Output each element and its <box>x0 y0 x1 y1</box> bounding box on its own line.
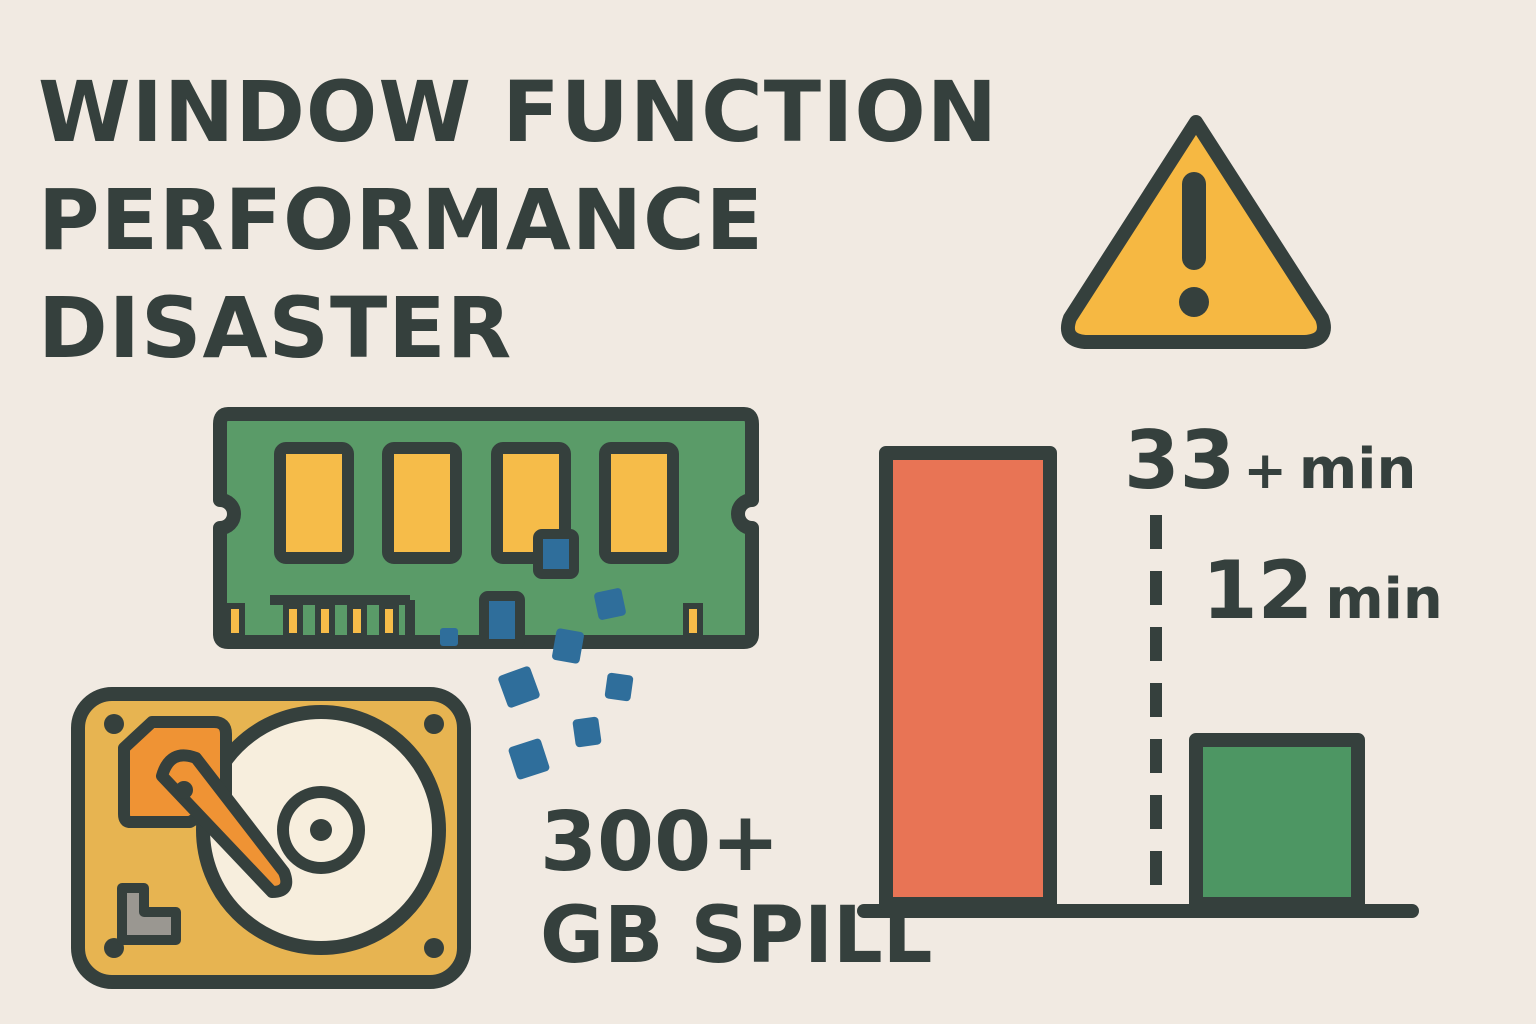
data-blocks-icon <box>440 529 634 780</box>
title-line-1: WINDOW FUNCTION <box>38 63 999 161</box>
title-line-2: PERFORMANCE <box>38 171 765 269</box>
hard-drive-icon <box>71 687 471 989</box>
bar-baseline-runtime <box>879 446 1057 911</box>
bar-label-1-number: 33 <box>1124 414 1235 507</box>
bar-label-2-unit: min <box>1325 567 1442 632</box>
page-title: WINDOW FUNCTION PERFORMANCE DISASTER <box>38 58 998 382</box>
warning-icon <box>1060 115 1331 349</box>
bar-label-1-unit: min <box>1299 437 1416 502</box>
bar-label-1-plus: + <box>1243 441 1287 501</box>
spill-amount: 300+ <box>540 795 780 890</box>
ram-module-icon <box>213 407 759 649</box>
bar-optimized-runtime <box>1189 733 1365 911</box>
bar-label-1: 33+min <box>1124 414 1416 507</box>
bar-label-2-number: 12 <box>1202 544 1313 637</box>
title-line-3: DISASTER <box>38 279 513 377</box>
